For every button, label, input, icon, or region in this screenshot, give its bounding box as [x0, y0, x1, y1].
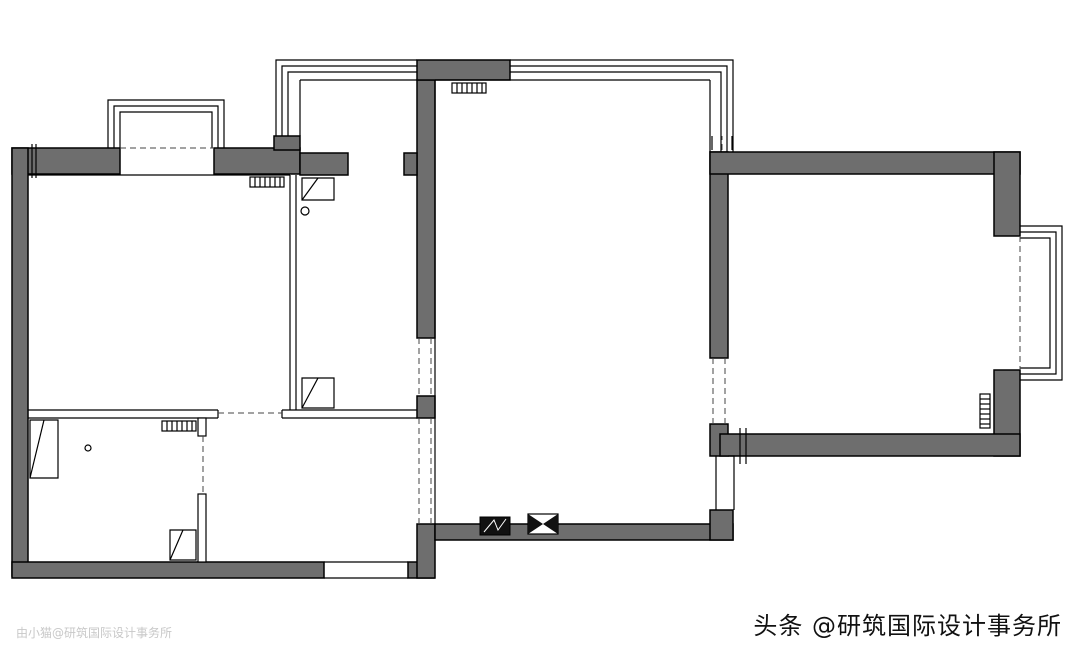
radiator-icon	[249, 176, 285, 188]
door-swing-icon	[301, 377, 335, 409]
source-caption: 头条 @研筑国际设计事务所	[753, 612, 1062, 640]
radiator-icon	[451, 82, 487, 94]
floor-drain-icon	[300, 206, 310, 216]
wall-stub	[299, 152, 349, 176]
break-marks	[31, 136, 747, 464]
valve-box-icon	[527, 513, 559, 535]
meter-box-icon	[479, 516, 511, 536]
floor-drain-icon	[84, 444, 92, 452]
radiator-icon	[979, 393, 991, 429]
door-swing-icon	[29, 419, 59, 479]
wall-right-top	[709, 151, 1021, 175]
wall-top-left-2	[213, 147, 301, 175]
wall-living-right	[709, 151, 729, 359]
wall-pier	[416, 395, 436, 419]
wall-right-side-top	[993, 151, 1021, 237]
wall-living-bottom-left	[416, 523, 436, 579]
wall-right-bottom	[719, 433, 1021, 457]
wall-bottom	[11, 561, 325, 579]
watermark-text: 由小猫@研筑国际设计事务所	[16, 626, 173, 640]
wall-left	[11, 147, 29, 577]
wall-living-right-3	[709, 509, 734, 541]
wall-living-left	[416, 79, 436, 339]
door-swing-icon	[169, 529, 197, 561]
radiator-icon	[161, 420, 197, 432]
wall-top-header	[416, 59, 511, 81]
door-swing-icon	[301, 177, 335, 201]
wall-corner	[273, 135, 301, 151]
wall-living-stub	[403, 152, 418, 176]
